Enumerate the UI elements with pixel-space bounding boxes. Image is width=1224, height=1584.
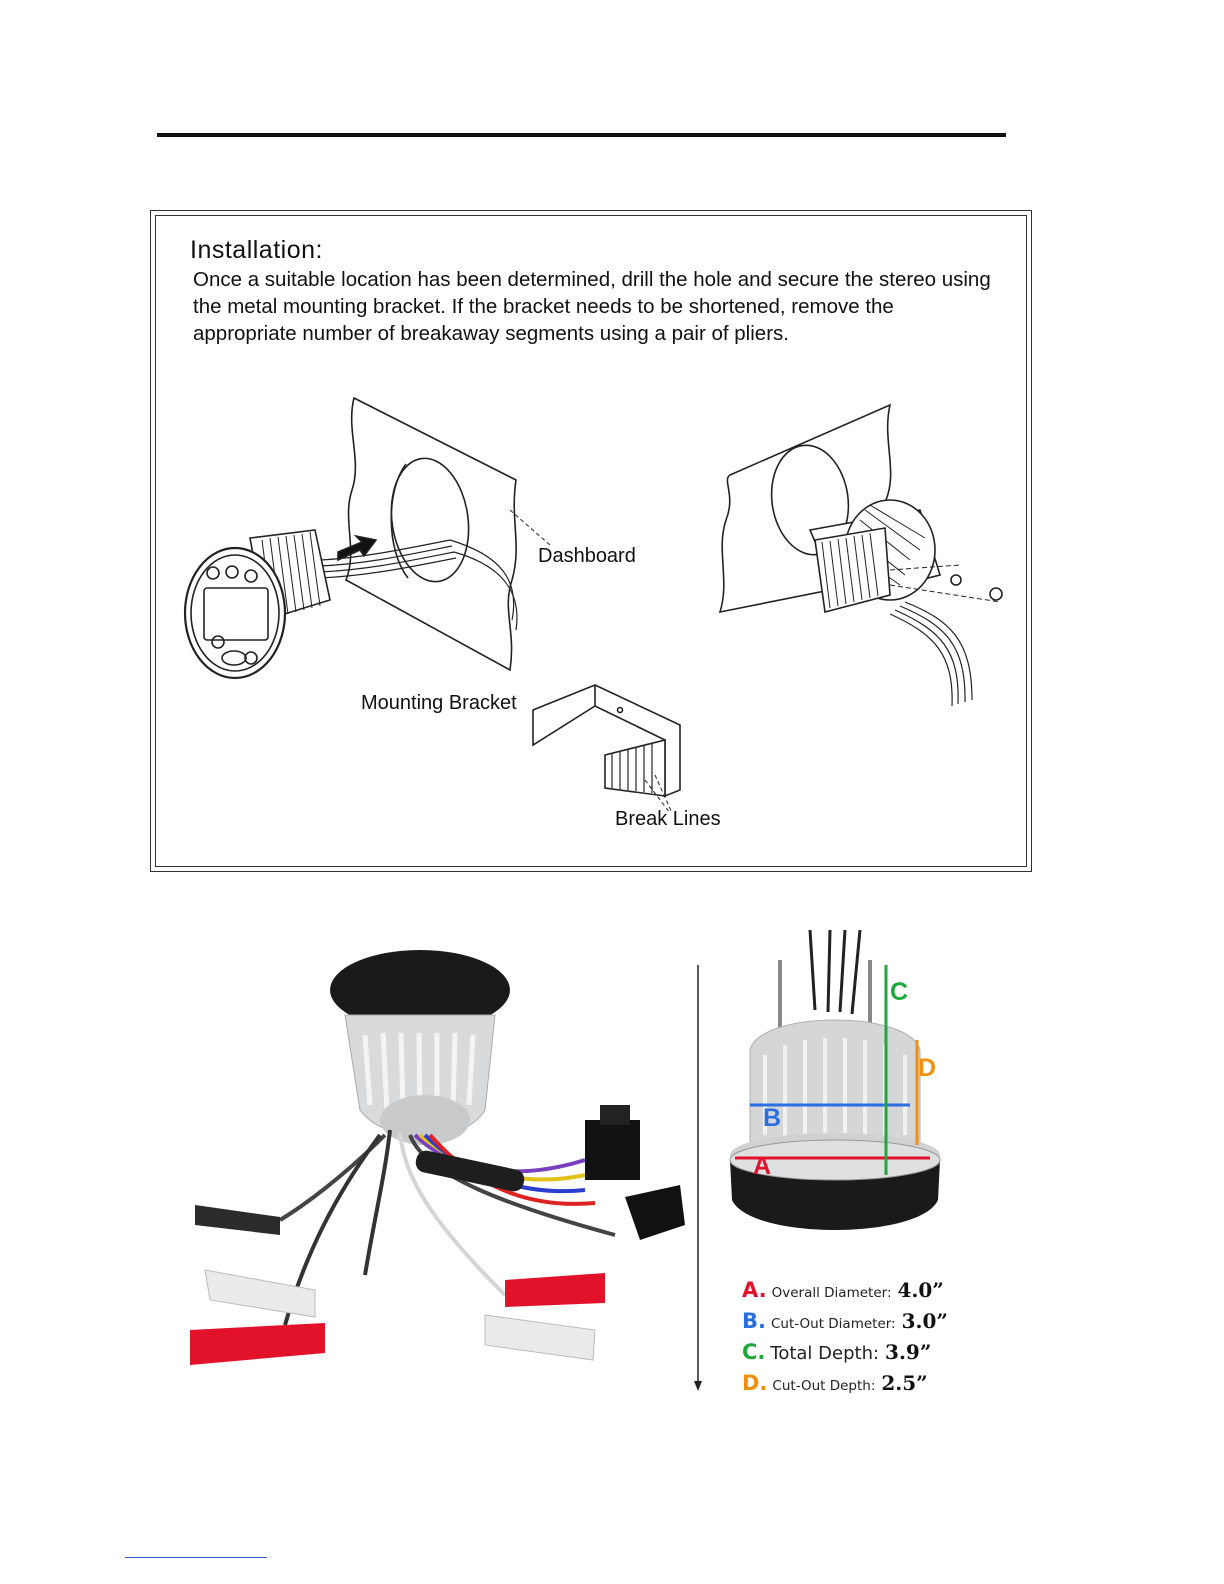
insert-arrow [337,534,378,562]
dimensions-photo [729,930,941,1230]
stereo-unit-drawing [183,529,331,680]
top-rule [157,133,1006,137]
spec-name: Cut-Out Depth: [772,1378,876,1394]
bezel-ring [330,950,510,1030]
spec-letter: C. [742,1340,766,1364]
spec-letter: D. [742,1371,768,1395]
white-rca-left [204,1269,316,1318]
spec-value: 3.0” [901,1309,948,1333]
spec-row-b: B. Cut-Out Diameter: 3.0” [742,1309,948,1340]
dimension-specs: A. Overall Diameter: 4.0” B. Cut-Out Dia… [742,1278,948,1402]
spec-row-a: A. Overall Diameter: 4.0” [742,1278,948,1309]
mounting-bracket-label: Mounting Bracket [361,692,517,714]
spec-letter: B. [742,1309,766,1333]
iso-connector [585,1120,640,1180]
installation-panel [150,210,1032,872]
spec-row-d: D. Cut-Out Depth: 2.5” [742,1371,948,1402]
spec-letter: A. [742,1278,767,1302]
dashboard-panel-left [344,396,551,672]
mounting-bracket-drawing [532,684,681,814]
spec-row-c: C. Total Depth: 3.9” [742,1340,948,1371]
spec-value: 4.0” [897,1278,944,1302]
installation-heading: Installation: [190,236,323,264]
marker-b: B [763,1104,782,1132]
marker-d: D [918,1054,937,1082]
dashboard-panel-right [718,403,1003,614]
spec-value: 3.9” [885,1340,932,1364]
red-rca-left [190,1323,325,1365]
spec-name: Cut-Out Diameter: [770,1316,896,1332]
panel-inner-border [155,215,1027,867]
stereo-wiring-photo [190,950,685,1365]
stereo-wires-right [889,601,973,707]
installation-instructions: Once a suitable location has been determ… [193,268,991,345]
divider-arrow [694,965,702,1391]
spec-value: 2.5” [881,1371,928,1395]
spec-name: Overall Diameter: [771,1285,892,1301]
installation-illustration [183,396,1003,814]
stereo-wires-left [319,539,518,631]
red-rca-right [505,1273,605,1307]
white-rca-right [484,1314,596,1361]
antenna-plug [195,1205,280,1235]
marker-a: A [753,1152,772,1180]
dashboard-label: Dashboard [538,545,636,567]
marker-c: C [890,978,909,1006]
break-lines-label: Break Lines [615,808,721,830]
footer-link-underline[interactable] [125,1557,267,1558]
spec-name: Total Depth: [770,1343,880,1364]
usb-connector [625,1185,685,1240]
